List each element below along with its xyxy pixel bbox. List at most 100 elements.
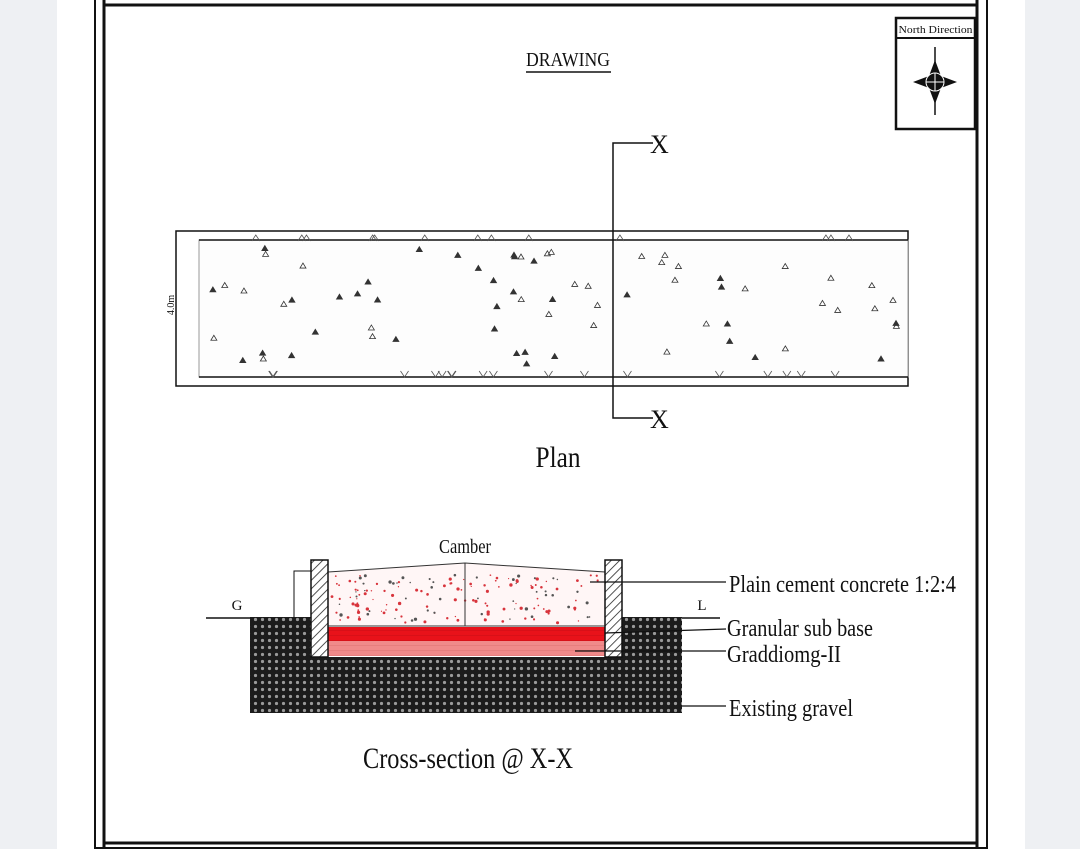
aggregate-mark — [717, 283, 726, 290]
concrete-aggregate — [474, 599, 478, 603]
concrete-aggregate — [519, 606, 523, 610]
concrete-aggregate — [544, 590, 547, 593]
aggregate-mark — [474, 264, 483, 271]
edge-mark — [715, 370, 724, 378]
concrete-aggregate — [589, 574, 592, 577]
aggregate-mark — [547, 248, 556, 255]
north-direction-box: North Direction — [894, 16, 977, 131]
concrete-aggregate — [366, 612, 370, 616]
edge-mark — [447, 370, 457, 378]
edge-mark — [437, 370, 447, 378]
edge-mark — [370, 234, 379, 242]
concrete-aggregate — [567, 605, 571, 609]
concrete-aggregate — [397, 601, 402, 606]
concrete-aggregate — [383, 589, 386, 593]
aggregate-mark — [239, 356, 247, 363]
edge-mark — [400, 370, 409, 378]
north-arrow-icon — [913, 47, 957, 115]
concrete-aggregate — [364, 589, 366, 592]
concrete-aggregate — [530, 586, 534, 590]
concrete-aggregate — [356, 610, 361, 615]
section-mark-top: X — [650, 130, 669, 159]
concrete-aggregate — [404, 621, 407, 624]
aggregate-mark — [221, 281, 229, 288]
concrete-aggregate — [449, 582, 452, 585]
edge-mark — [524, 234, 534, 242]
concrete-aggregate — [485, 589, 489, 593]
concrete-aggregate — [401, 576, 405, 580]
aggregate-mark — [543, 250, 552, 257]
concrete-aggregate — [456, 618, 460, 622]
aggregate-mark — [834, 306, 842, 313]
concrete-aggregate — [556, 621, 560, 625]
concrete-aggregate — [469, 582, 472, 586]
concrete-aggregate — [335, 582, 338, 585]
concrete-aggregate — [580, 585, 583, 587]
concrete-aggregate — [453, 573, 457, 577]
concrete-aggregate — [397, 581, 401, 584]
concrete-aggregate — [415, 588, 419, 592]
ground-mark-left: G — [232, 598, 243, 614]
aggregate-mark — [751, 353, 759, 361]
concrete-aggregate — [409, 581, 411, 584]
edge-mark — [473, 234, 483, 242]
concrete-aggregate — [530, 584, 532, 587]
concrete-aggregate — [486, 604, 489, 607]
concrete-aggregate — [509, 618, 511, 620]
concrete-aggregate — [536, 597, 539, 600]
concrete-aggregate — [502, 607, 506, 611]
aggregate-mark — [311, 328, 320, 335]
concrete-aggregate — [511, 578, 515, 581]
aggregate-mark — [637, 252, 646, 259]
aggregate-mark — [287, 351, 296, 359]
pcc-aggregate-marks — [330, 573, 599, 625]
concrete-aggregate — [349, 596, 352, 599]
camber-label: Camber — [439, 536, 491, 558]
concrete-aggregate — [588, 616, 591, 618]
edge-mark — [796, 370, 806, 378]
concrete-aggregate — [428, 577, 431, 581]
concrete-aggregate — [388, 580, 392, 584]
aggregate-mark — [335, 293, 344, 300]
concrete-aggregate — [356, 602, 359, 605]
concrete-aggregate — [512, 600, 515, 602]
concrete-aggregate — [477, 597, 479, 600]
edge-mark — [544, 370, 553, 378]
concrete-aggregate — [348, 579, 352, 583]
concrete-aggregate — [551, 593, 554, 597]
concrete-aggregate — [413, 617, 418, 621]
ground-mark-right: L — [697, 598, 706, 614]
concrete-aggregate — [472, 599, 475, 602]
aggregate-mark — [663, 348, 671, 355]
concrete-aggregate — [486, 612, 490, 616]
concrete-aggregate — [535, 590, 538, 593]
concrete-aggregate — [544, 593, 548, 597]
edge-mark — [420, 234, 430, 242]
concrete-aggregate — [585, 601, 589, 605]
aggregate-mark — [781, 345, 790, 352]
concrete-aggregate — [577, 620, 580, 622]
edge-mark — [615, 234, 625, 242]
edge-mark — [302, 234, 311, 242]
concrete-aggregate — [515, 602, 517, 605]
edge-mark — [844, 234, 854, 242]
aggregate-mark — [716, 274, 725, 281]
layer-label-existing-gravel: Existing gravel — [729, 696, 853, 722]
drawing-title: DRAWING — [526, 49, 610, 71]
aggregate-mark — [367, 324, 376, 331]
concrete-aggregate — [432, 581, 435, 584]
aggregate-mark — [781, 262, 789, 269]
concrete-aggregate — [358, 576, 362, 580]
concrete-aggregate — [533, 607, 536, 610]
concrete-aggregate — [495, 576, 499, 580]
concrete-aggregate — [426, 609, 429, 612]
concrete-aggregate — [514, 608, 516, 610]
concrete-aggregate — [524, 607, 529, 611]
concrete-aggregate — [423, 620, 427, 624]
aggregate-mark — [593, 301, 602, 308]
aggregate-mark — [658, 258, 666, 265]
concrete-aggregate — [356, 598, 358, 600]
edge-mark — [431, 370, 440, 378]
concrete-aggregate — [460, 588, 463, 591]
plan-label: Plan — [536, 441, 581, 474]
